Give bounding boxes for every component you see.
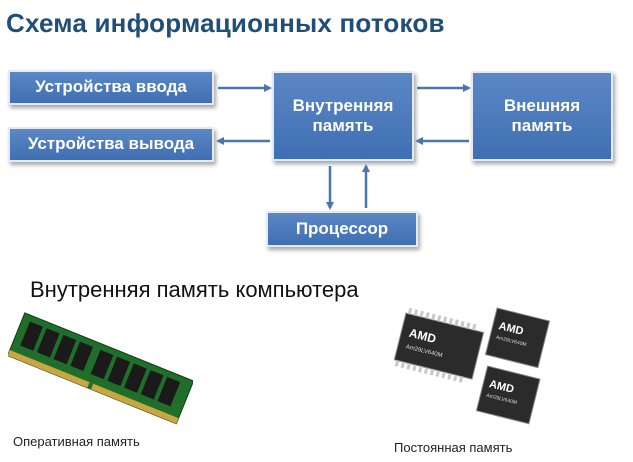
page-title: Схема информационных потоков <box>6 8 445 38</box>
node-external-memory-label-line2: память <box>511 116 573 135</box>
chip2-brand: AMD <box>497 320 524 338</box>
ram-caption: Оперативная память <box>13 434 140 449</box>
node-processor-label: Процессор <box>295 218 389 238</box>
node-output-devices-label: Устройства вывода <box>27 134 195 154</box>
chip3-brand: AMD <box>488 378 515 396</box>
node-internal-memory: Внутренняя память <box>272 71 414 161</box>
node-processor: Процессор <box>266 211 418 247</box>
node-input-devices: Устройства ввода <box>8 70 214 105</box>
node-output-devices: Устройства вывода <box>8 127 214 162</box>
section-subtitle: Внутренняя память компьютера <box>30 277 359 302</box>
rom-caption: Постоянная память <box>394 440 513 455</box>
node-external-memory-label-line1: Внешняя <box>503 95 581 115</box>
ram-module-image <box>8 312 193 425</box>
chip1-brand: AMD <box>408 326 438 346</box>
node-internal-memory-label-line1: Внутренняя <box>292 95 394 115</box>
node-input-devices-label: Устройства ввода <box>35 77 187 97</box>
rom-chips-image: AMD Am29LV640M AMD Am29LV640M AMD Am29LV… <box>393 307 551 425</box>
node-internal-memory-label-line2: память <box>312 116 374 135</box>
node-external-memory: Внешняя память <box>471 71 613 161</box>
